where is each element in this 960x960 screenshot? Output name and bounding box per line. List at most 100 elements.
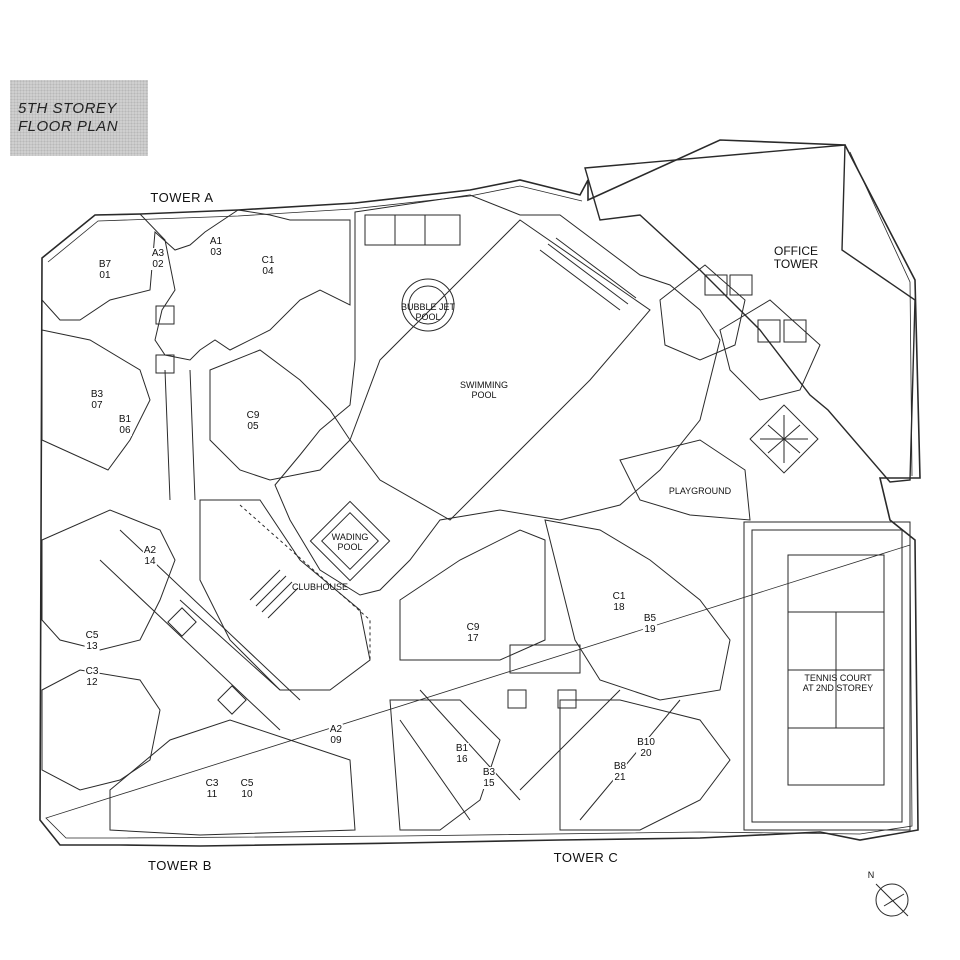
unit-number: 04 <box>262 266 274 277</box>
unit-type: C9 <box>466 622 480 633</box>
swimming-pool-label-line-2: POOL <box>471 390 497 400</box>
unit-number: 07 <box>91 400 103 411</box>
tower-b-lift-2 <box>217 685 247 715</box>
unit-type: C3 <box>85 666 99 677</box>
unit-number: 19 <box>644 624 656 635</box>
unit-number: 17 <box>467 633 479 644</box>
tower-c-outline <box>399 529 546 661</box>
unit-number: 11 <box>206 789 218 800</box>
tennis-court-label: TENNIS COURT AT 2ND STOREY <box>803 673 874 693</box>
unit-type: C5 <box>240 778 254 789</box>
pool-deck-outline <box>274 194 721 596</box>
office-core-lift-3 <box>757 319 781 343</box>
office-core <box>659 264 821 401</box>
unit-number: 03 <box>210 247 222 258</box>
tower-a-lift-1 <box>155 305 175 325</box>
north-arrow-needle <box>875 883 909 917</box>
bubble-jet-label-line-2: POOL <box>415 312 441 322</box>
clubhouse-stairs <box>249 569 299 619</box>
unit-type: B1 <box>118 414 132 425</box>
tower-c-lift-1 <box>507 689 527 709</box>
unit-type: B10 <box>637 737 655 748</box>
north-arrow-label: N <box>867 870 875 880</box>
unit-type: C1 <box>612 591 626 602</box>
swimming-pool-label-line-1: SWIMMING <box>460 380 508 390</box>
unit-type: B5 <box>643 613 657 624</box>
bubble-jet-pool <box>401 278 455 332</box>
site-boundary <box>39 139 921 847</box>
clubhouse-dashed <box>239 504 371 660</box>
unit-type: B3 <box>90 389 104 400</box>
wading-pool-label-line-1: WADING <box>331 532 369 542</box>
tower-c-wing-right <box>544 519 731 701</box>
bubble-jet-label: BUBBLE JET POOL <box>401 302 455 322</box>
pool-deck-planter-row <box>364 214 461 246</box>
wading-pool-label: WADING POOL <box>332 532 369 552</box>
title-line-1: 5TH STOREY <box>18 100 117 117</box>
unit-type: C3 <box>205 778 219 789</box>
tower-c-stair <box>509 644 581 674</box>
unit-type: A3 <box>151 248 165 259</box>
tower-a-corridor <box>164 369 196 501</box>
playground-label: PLAYGROUND <box>668 486 732 496</box>
tower-c-label: TOWER C <box>553 850 619 865</box>
office-tower-label-line-2: TOWER <box>773 257 819 271</box>
unit-type: B1 <box>455 743 469 754</box>
bubble-jet-label-line-1: BUBBLE JET <box>400 302 456 312</box>
tower-c-diagonal <box>399 689 681 821</box>
unit-type: A2 <box>143 545 157 556</box>
unit-number: 13 <box>86 641 98 652</box>
unit-number: 18 <box>613 602 625 613</box>
unit-number: 14 <box>144 556 156 567</box>
office-tower-label-line-1: OFFICE <box>773 244 818 258</box>
wading-pool-label-line-2: POOL <box>337 542 363 552</box>
bubble-jet-pool-inner <box>408 285 448 325</box>
tower-b-wing-lower <box>41 669 161 791</box>
tennis-court-outer <box>743 521 911 831</box>
tower-a-wing-right <box>209 349 351 481</box>
playground-area <box>619 439 751 521</box>
tower-b-label: TOWER B <box>148 858 212 873</box>
swimming-pool-steps <box>539 237 637 311</box>
office-core-lift-2 <box>729 274 753 296</box>
unit-number: 01 <box>99 270 111 281</box>
clubhouse-block <box>199 499 371 691</box>
tower-b-wing-right <box>109 719 356 836</box>
unit-type: C1 <box>261 255 275 266</box>
tower-a-label: TOWER A <box>150 190 214 205</box>
tennis-court-inner <box>751 529 903 823</box>
unit-number: 10 <box>241 789 253 800</box>
tower-c-lift-2 <box>557 689 577 709</box>
swimming-pool <box>349 219 651 521</box>
wading-pool <box>309 500 391 582</box>
office-tower-outline <box>584 144 916 483</box>
unit-number: 02 <box>152 259 164 270</box>
unit-number: 16 <box>456 754 468 765</box>
unit-number: 09 <box>330 735 342 746</box>
tower-a-wing-left <box>41 329 151 471</box>
tower-a-outline <box>41 209 351 361</box>
unit-type: B3 <box>482 767 496 778</box>
unit-type: C9 <box>246 410 260 421</box>
tower-b-lift-1 <box>167 607 197 637</box>
unit-number: 15 <box>483 778 495 789</box>
tower-b-outline <box>41 509 176 651</box>
unit-type: B7 <box>98 259 112 270</box>
